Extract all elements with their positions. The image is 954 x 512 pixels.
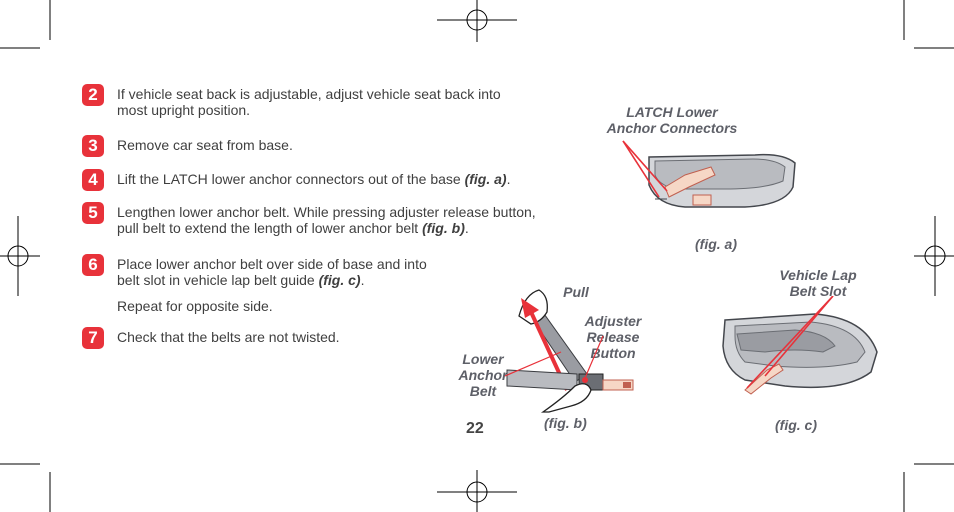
fig-b-pull-label: Pull [556, 284, 596, 300]
step-number-badge: 4 [82, 169, 104, 191]
punctuation: . [360, 272, 365, 288]
fig-c-label: Vehicle Lap Belt Slot [770, 267, 866, 299]
punctuation: . [464, 220, 469, 236]
label-line: Release [586, 329, 640, 345]
label-line: Belt [469, 383, 497, 399]
step-text: Check that the belts are not twisted. [117, 329, 340, 345]
label-line: Belt Slot [789, 283, 847, 299]
label-line: LATCH Lower [626, 104, 718, 120]
label-line: Vehicle Lap [779, 267, 857, 283]
figure-reference: (fig. a) [464, 171, 507, 187]
step-text: Lift the LATCH lower anchor connectors o… [117, 171, 510, 187]
step-line: Place lower anchor belt over side of bas… [117, 256, 427, 272]
step-line: pull belt to extend the length of lower … [117, 220, 423, 236]
step-text: Lengthen lower anchor belt. While pressi… [117, 204, 536, 236]
fig-a-caption: (fig. a) [695, 236, 737, 252]
step-line: Lengthen lower anchor belt. While pressi… [117, 204, 536, 220]
fig-a-label: LATCH Lower Anchor Connectors [598, 104, 746, 136]
step-line: Lift the LATCH lower anchor connectors o… [117, 171, 465, 187]
step-number-badge: 6 [82, 254, 104, 276]
step-line: If vehicle seat back is adjustable, adju… [117, 86, 501, 102]
step-text: If vehicle seat back is adjustable, adju… [117, 86, 501, 118]
step-line: Check that the belts are not twisted. [117, 329, 340, 345]
step-line: belt slot in vehicle lap belt guide [117, 272, 319, 288]
fig-b-illustration [505, 289, 634, 413]
label-line: Anchor [458, 367, 508, 383]
fig-b-caption: (fig. b) [544, 415, 587, 431]
fig-b-adjuster-label: Adjuster Release Button [578, 313, 648, 361]
step-number-badge: 7 [82, 327, 104, 349]
label-line: Adjuster [584, 313, 642, 329]
fig-a-illustration [622, 140, 796, 208]
fig-c-caption: (fig. c) [775, 417, 817, 433]
step-number-badge: 5 [82, 202, 104, 224]
step-line: most upright position. [117, 102, 251, 118]
label-line: Lower [462, 351, 504, 367]
step-text: Remove car seat from base. [117, 137, 293, 153]
step-extra-line: Repeat for opposite side. [117, 298, 273, 314]
step-text: Place lower anchor belt over side of bas… [117, 256, 427, 314]
punctuation: . [506, 171, 511, 187]
label-line: Anchor Connectors [606, 120, 738, 136]
step-number-badge: 3 [82, 135, 104, 157]
step-line: Remove car seat from base. [117, 137, 293, 153]
page-number: 22 [466, 420, 484, 437]
label-line: Button [590, 345, 636, 361]
fig-c-illustration [722, 296, 878, 395]
figure-reference: (fig. b) [422, 220, 465, 236]
label-line: Pull [563, 284, 589, 300]
step-number-badge: 2 [82, 84, 104, 106]
figure-reference: (fig. c) [318, 272, 361, 288]
fig-b-lower-label: Lower Anchor Belt [452, 351, 514, 399]
